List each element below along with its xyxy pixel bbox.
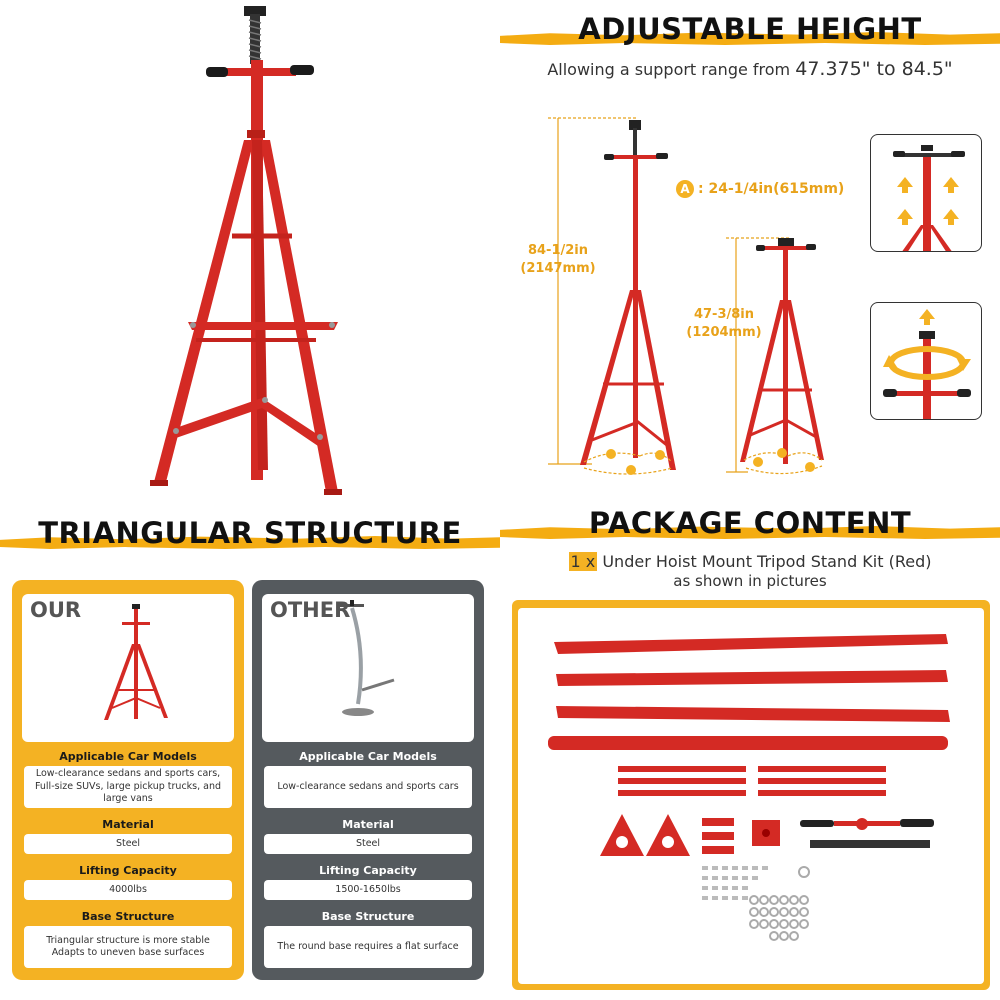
our-tripod-illustration bbox=[104, 604, 168, 720]
package-content-panel: PACKAGE CONTENT 1 x Under Hoist Mount Tr… bbox=[500, 500, 1000, 1000]
subtitle-range: 47.375" to 84.5" bbox=[795, 58, 953, 80]
our-comparison-card: OUR Applicable Car Models Low-clearance … bbox=[12, 580, 244, 980]
adjustable-height-panel: ADJUSTABLE HEIGHT Allowing a support ran… bbox=[500, 0, 1000, 500]
our-row-label-capacity: Lifting Capacity bbox=[79, 864, 177, 877]
package-item: Under Hoist Mount Tripod Stand Kit (Red) bbox=[602, 552, 932, 571]
our-row-label-models: Applicable Car Models bbox=[59, 750, 197, 763]
package-parts-illustration bbox=[548, 634, 950, 941]
our-row-value-models: Low-clearance sedans and sports cars, Fu… bbox=[24, 766, 232, 808]
package-heading: PACKAGE CONTENT bbox=[500, 506, 1000, 546]
our-tag: OUR bbox=[30, 598, 82, 622]
triangular-heading: TRIANGULAR STRUCTURE bbox=[0, 516, 500, 556]
other-product-photo: OTHER bbox=[262, 594, 474, 742]
triangular-structure-panel: TRIANGULAR STRUCTURE OUR Applicable Car … bbox=[0, 500, 500, 1000]
a-value: : 24-1/4in(615mm) bbox=[698, 181, 845, 197]
min-height-mm: (1204mm) bbox=[686, 324, 762, 340]
min-height-label: 47-3/8in (1204mm) bbox=[682, 306, 766, 341]
triangular-title: TRIANGULAR STRUCTURE bbox=[38, 516, 462, 550]
our-row-value-capacity: 4000lbs bbox=[24, 880, 232, 900]
other-row-label-material: Material bbox=[342, 818, 394, 831]
other-row-value-base: The round base requires a flat surface bbox=[264, 926, 472, 968]
other-row-value-models: Low-clearance sedans and sports cars bbox=[264, 766, 472, 808]
extend-inset bbox=[870, 134, 982, 252]
a-dimension-callout: A : 24-1/4in(615mm) bbox=[676, 180, 844, 199]
our-row-value-material: Steel bbox=[24, 834, 232, 854]
other-row-value-capacity: 1500-1650lbs bbox=[264, 880, 472, 900]
min-height-in: 47-3/8in bbox=[693, 307, 755, 322]
max-height-mm: (2147mm) bbox=[520, 260, 596, 276]
our-row-value-base: Triangular structure is more stable Adap… bbox=[24, 926, 232, 968]
other-stand-illustration bbox=[340, 600, 395, 716]
adjustable-height-heading: ADJUSTABLE HEIGHT bbox=[500, 12, 1000, 52]
adjustable-subtitle: Allowing a support range from 47.375" to… bbox=[500, 58, 1000, 80]
height-diagram bbox=[548, 117, 824, 475]
package-line1: 1 x Under Hoist Mount Tripod Stand Kit (… bbox=[500, 552, 1000, 571]
max-height-in: 84-1/2in bbox=[527, 243, 589, 258]
heading-accent-bar bbox=[0, 536, 500, 549]
heading-accent-bar bbox=[500, 526, 1000, 539]
subtitle-prefix: Allowing a support range from bbox=[547, 60, 791, 79]
rotate-inset bbox=[870, 302, 982, 420]
package-parts-photo bbox=[518, 608, 984, 984]
a-marker: A bbox=[676, 180, 694, 199]
our-row-label-base: Base Structure bbox=[81, 910, 175, 923]
rotate-arrows-illustration bbox=[883, 309, 971, 419]
other-comparison-card: OTHER Applicable Car Models Low-clearanc… bbox=[252, 580, 484, 980]
other-row-label-models: Applicable Car Models bbox=[299, 750, 437, 763]
other-row-label-base: Base Structure bbox=[321, 910, 415, 923]
tripod-stand-photo bbox=[150, 6, 342, 495]
adjustable-height-title: ADJUSTABLE HEIGHT bbox=[578, 12, 922, 46]
product-photo-panel bbox=[0, 0, 500, 500]
max-height-label: 84-1/2in (2147mm) bbox=[510, 242, 606, 277]
package-frame bbox=[512, 600, 990, 990]
package-title: PACKAGE CONTENT bbox=[588, 506, 912, 540]
package-qty: 1 x bbox=[568, 552, 598, 571]
heading-accent-bar bbox=[500, 32, 1000, 45]
our-product-photo: OUR bbox=[22, 594, 234, 742]
other-row-label-capacity: Lifting Capacity bbox=[319, 864, 417, 877]
package-line2: as shown in pictures bbox=[673, 572, 827, 590]
extend-arrows-illustration bbox=[893, 145, 965, 251]
our-row-label-material: Material bbox=[102, 818, 154, 831]
other-row-value-material: Steel bbox=[264, 834, 472, 854]
other-tag: OTHER bbox=[270, 598, 351, 622]
